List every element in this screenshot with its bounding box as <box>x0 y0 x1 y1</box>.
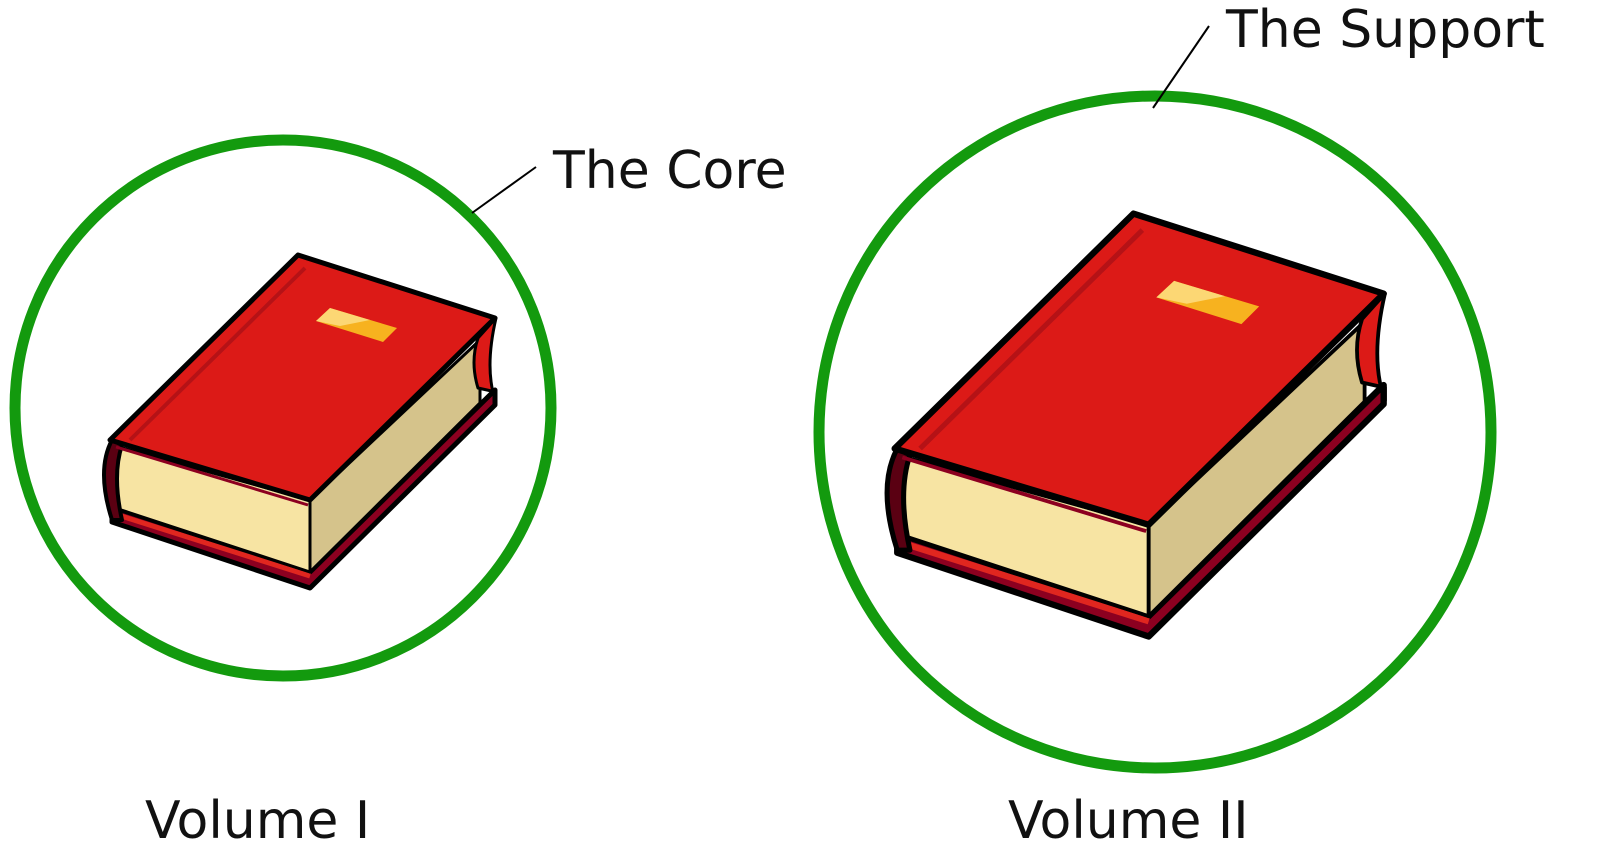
book-icon <box>104 255 496 588</box>
volume-1-caption: Volume I <box>145 791 370 851</box>
volume-1-callout-leader <box>472 167 536 213</box>
volume-2-caption: Volume II <box>1008 791 1249 851</box>
volume-1-group: The Core Volume I <box>15 140 787 851</box>
book-icon <box>887 214 1385 637</box>
volume-1-callout: The Core <box>552 141 787 201</box>
volume-2-group: The Support Volume II <box>819 0 1545 851</box>
volume-2-callout: The Support <box>1225 0 1545 60</box>
